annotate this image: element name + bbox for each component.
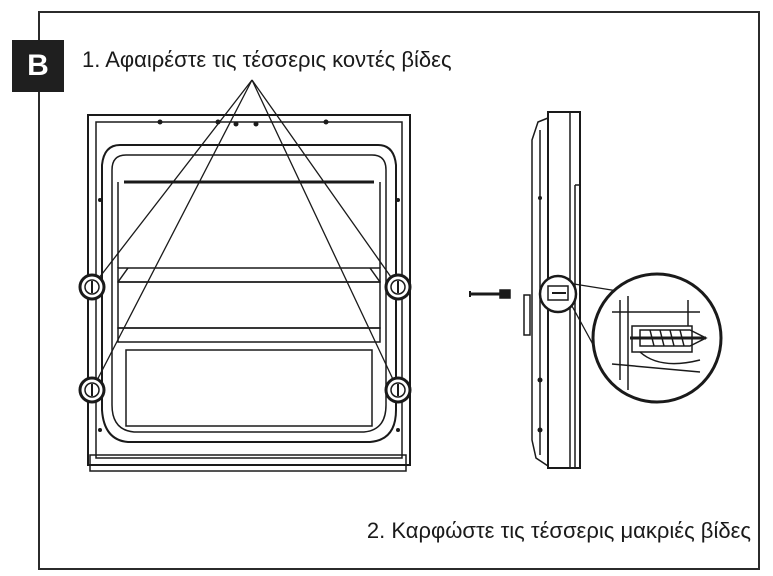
screw-circle-icon [78, 273, 106, 301]
step-1-caption: 1. Αφαιρέστε τις τέσσερις κοντές βίδες [82, 47, 452, 72]
bracket-detail [547, 285, 569, 301]
door-front-view [87, 114, 411, 472]
magnifier-detail-icon [591, 272, 723, 404]
screw-circle-icon [384, 273, 412, 301]
step-badge: B [12, 40, 64, 92]
leader-lines [91, 79, 399, 391]
screw-circle-icon [384, 376, 412, 404]
step-2-caption: 2. Καρφώστε τις τέσσερις μακριές βίδες [366, 518, 751, 543]
screw-circle-icon [78, 376, 106, 404]
long-screw-icon [469, 289, 511, 299]
